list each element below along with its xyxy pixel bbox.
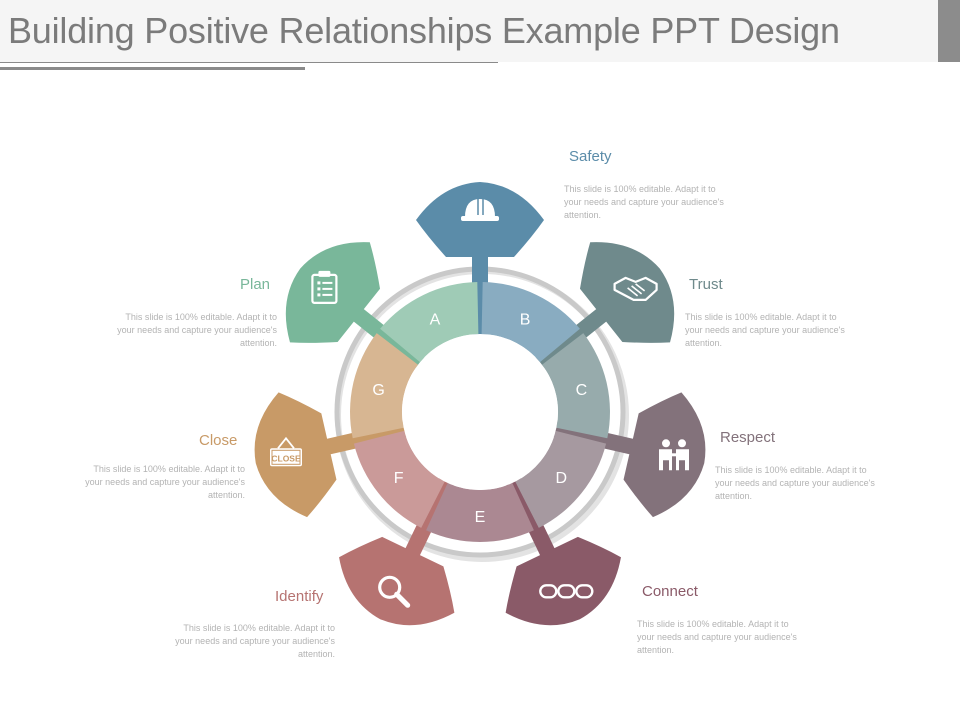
description-close: This slide is 100% editable. Adapt it to… bbox=[85, 464, 245, 500]
donut-segment-identify bbox=[353, 430, 445, 528]
description-identify: This slide is 100% editable. Adapt it to… bbox=[175, 623, 335, 659]
handshake-icon bbox=[613, 276, 658, 301]
title-accent-block bbox=[938, 0, 960, 62]
close-sign-icon: CLOSE bbox=[270, 436, 302, 467]
helmet-icon bbox=[461, 199, 499, 221]
segment-letter-connect: E bbox=[475, 509, 486, 526]
segment-letter-respect: D bbox=[556, 470, 568, 487]
title-rule-thin bbox=[0, 62, 498, 63]
donut-segment-plan bbox=[380, 282, 479, 363]
label-close: Close bbox=[199, 432, 238, 449]
arrow-petal-trust bbox=[521, 242, 675, 381]
donut-segment-close bbox=[350, 333, 418, 439]
description-plan: This slide is 100% editable. Adapt it to… bbox=[117, 312, 277, 348]
close-sign-text: CLOSE bbox=[271, 453, 301, 463]
donut-segments: B C D E F G A bbox=[350, 282, 610, 543]
petal-icons: CLOSE bbox=[270, 199, 689, 608]
label-identify: Identify bbox=[275, 588, 324, 605]
segment-letter-identify: F bbox=[394, 470, 404, 487]
segment-letter-safety: B bbox=[520, 311, 531, 328]
label-trust: Trust bbox=[689, 276, 723, 293]
arrow-petal-respect bbox=[536, 392, 706, 518]
page-title: Building Positive Relationships Example … bbox=[8, 10, 840, 51]
segment-letter-trust: C bbox=[576, 382, 588, 399]
label-plan: Plan bbox=[240, 276, 271, 293]
description-connect: This slide is 100% editable. Adapt it to… bbox=[637, 619, 797, 655]
title-rule-thick bbox=[0, 67, 305, 70]
arrow-petal-safety bbox=[416, 182, 544, 352]
label-safety: Safety bbox=[569, 148, 612, 165]
donut-segment-respect bbox=[515, 430, 607, 528]
segment-letter-close: G bbox=[372, 382, 384, 399]
description-trust: This slide is 100% editable. Adapt it to… bbox=[685, 312, 845, 348]
description-respect: This slide is 100% editable. Adapt it to… bbox=[715, 465, 875, 501]
description-safety: This slide is 100% editable. Adapt it to… bbox=[564, 184, 724, 220]
clipboard-icon bbox=[311, 270, 338, 304]
people-icon bbox=[659, 439, 689, 471]
center-circle bbox=[402, 334, 558, 490]
arrow-petal-close bbox=[254, 392, 424, 518]
donut-segment-trust bbox=[542, 333, 610, 439]
label-connect: Connect bbox=[642, 583, 698, 600]
donut-segment-safety bbox=[481, 282, 580, 363]
magnifier-icon bbox=[378, 575, 411, 608]
title-bar: Building Positive Relationships Example … bbox=[0, 0, 938, 62]
donut-segment-connect bbox=[426, 483, 534, 543]
segment-letter-plan: A bbox=[430, 311, 441, 328]
chain-link-icon bbox=[539, 584, 594, 599]
label-respect: Respect bbox=[720, 429, 776, 446]
